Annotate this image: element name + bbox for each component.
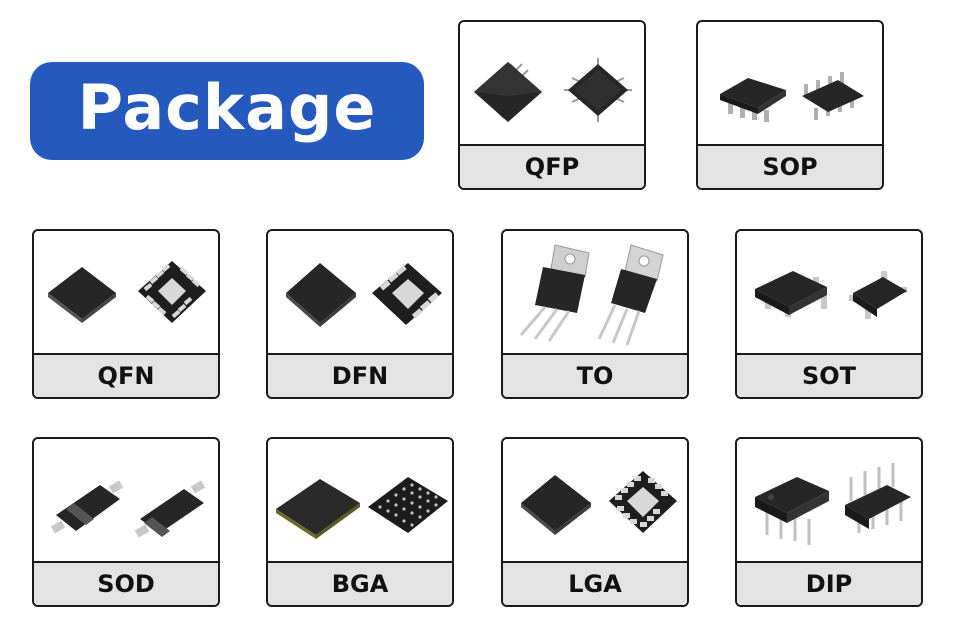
package-card-bga: BGA [266, 437, 454, 607]
package-card-qfn: QFN [32, 229, 220, 399]
lga-chip-icon [503, 439, 687, 563]
package-label-lga: LGA [503, 561, 687, 605]
banner-title: Package [77, 70, 377, 144]
package-card-lga: LGA [501, 437, 689, 607]
package-card-to: TO [501, 229, 689, 399]
package-label-sod: SOD [34, 561, 218, 605]
package-card-dip: DIP [735, 437, 923, 607]
package-card-qfp: QFP [458, 20, 646, 190]
package-card-sop: SOP [696, 20, 884, 190]
package-label-sop: SOP [698, 144, 882, 188]
package-label-sot: SOT [737, 353, 921, 397]
package-label-dfn: DFN [268, 353, 452, 397]
to-transistor-icon [503, 231, 687, 355]
qfp-chip-icon [460, 22, 644, 146]
sot-chip-icon [737, 231, 921, 355]
dfn-chip-icon [268, 231, 452, 355]
package-label-qfn: QFN [34, 353, 218, 397]
package-label-to: TO [503, 353, 687, 397]
qfn-chip-icon [34, 231, 218, 355]
package-card-sot: SOT [735, 229, 923, 399]
package-label-qfp: QFP [460, 144, 644, 188]
sop-chip-icon [698, 22, 882, 146]
package-card-sod: SOD [32, 437, 220, 607]
package-card-dfn: DFN [266, 229, 454, 399]
dip-chip-icon [737, 439, 921, 563]
sod-diode-icon [34, 439, 218, 563]
package-label-bga: BGA [268, 561, 452, 605]
package-banner: Package [30, 62, 424, 160]
package-label-dip: DIP [737, 561, 921, 605]
bga-chip-icon [268, 439, 452, 563]
